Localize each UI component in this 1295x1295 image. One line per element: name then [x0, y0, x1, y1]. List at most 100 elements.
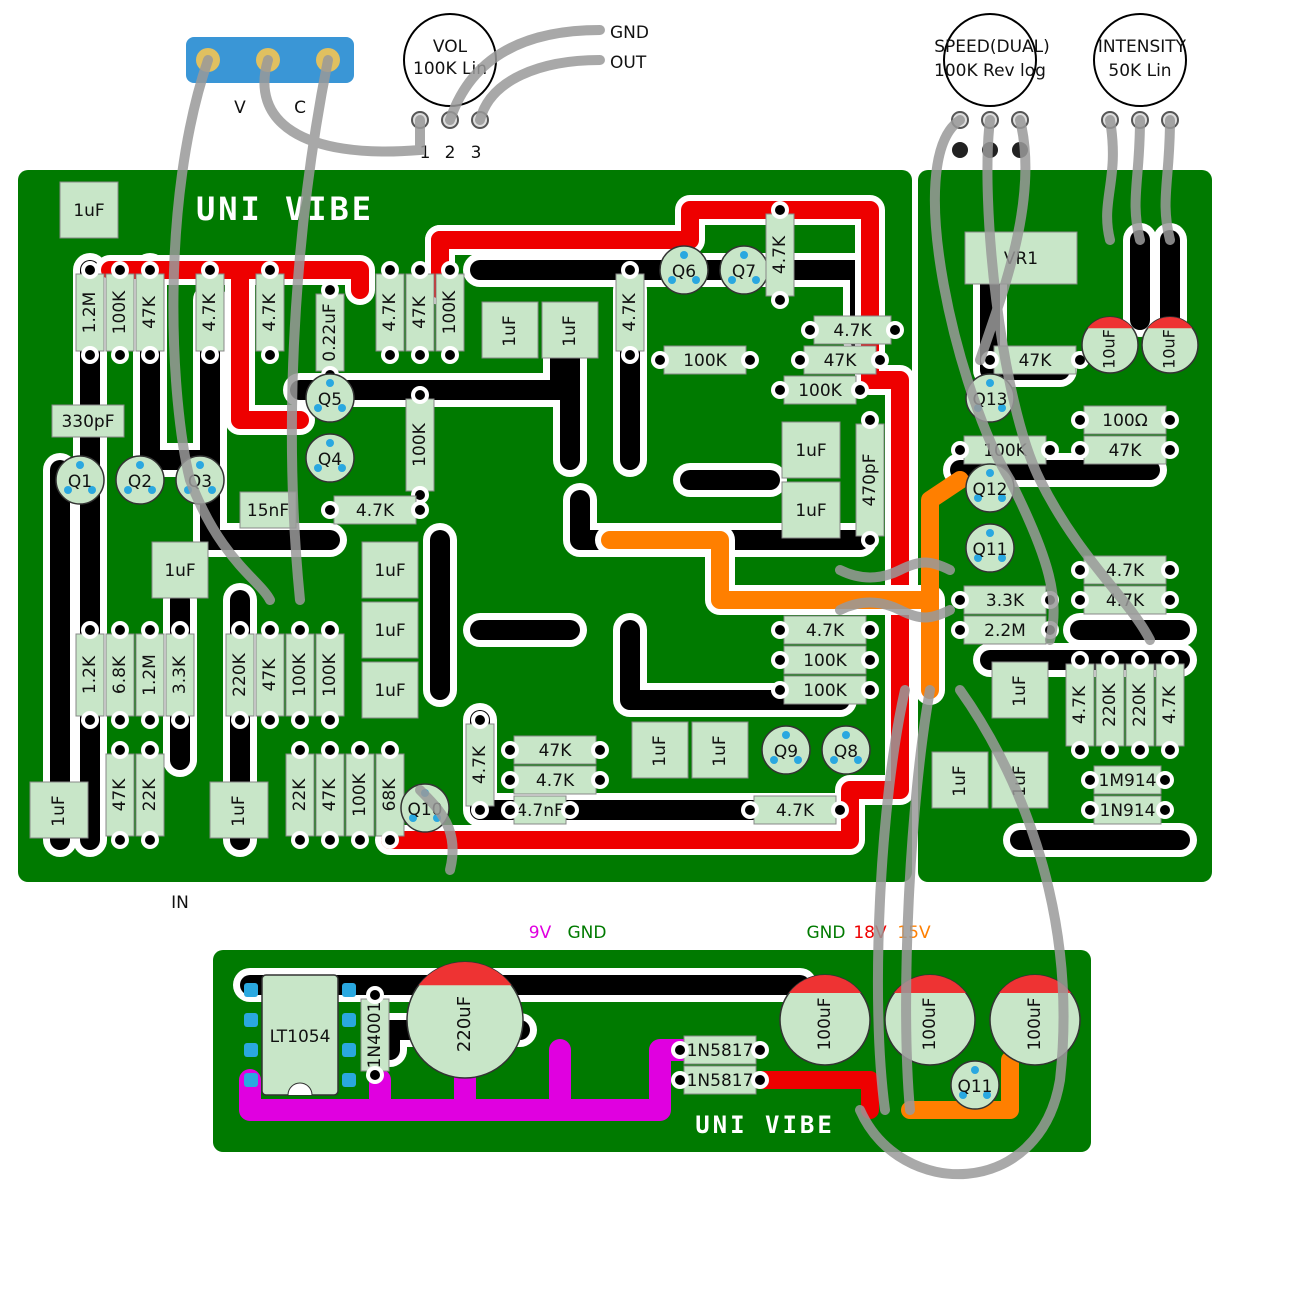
part-label: 100K	[440, 290, 460, 334]
transistor-q1: Q1	[55, 455, 105, 505]
part-label: 330pF	[61, 412, 114, 432]
part-label: 4.7K	[833, 321, 872, 341]
part-label: Q11	[972, 540, 1007, 560]
part-label: 220K	[230, 652, 250, 696]
ecap-c_100u_a: 100uF	[779, 974, 871, 1066]
transistor-q9: Q9	[761, 725, 811, 775]
part-d_1n5817_a: 1N5817	[683, 1035, 757, 1065]
part-label: 100uF	[920, 997, 940, 1050]
part-label: 47K	[110, 778, 130, 812]
part-label: Q2	[128, 472, 152, 492]
part-r_100k_c: 100K	[663, 345, 747, 375]
part-d_1n914_b: 1N914	[1093, 795, 1162, 825]
part-r_47k_h: 4.7K	[813, 315, 892, 345]
part-r_100_ohm: 100Ω	[1083, 405, 1167, 435]
speed-pot-name: SPEED(DUAL)	[934, 37, 1050, 57]
part-c_1uf_e: 1uF	[151, 541, 209, 599]
transistor-q11: Q11	[965, 523, 1015, 573]
intensity-pot-name: INTENSITY	[1098, 37, 1187, 57]
ecap-c_100u_b: 100uF	[884, 974, 976, 1066]
part-r_47k_j: 4.7K	[333, 495, 417, 525]
part-c_1uf_l: 1uF	[991, 661, 1049, 719]
part-r_220k_a: 220K	[225, 633, 255, 717]
transistor-q8: Q8	[821, 725, 871, 775]
part-r_100k_b: 100K	[435, 273, 465, 352]
part-label: 100K	[683, 351, 727, 371]
part-label: 4.7nF	[516, 801, 564, 821]
part-label: 1uF	[1010, 675, 1030, 706]
part-label: Q13	[972, 390, 1007, 410]
vol-pot-name: VOL	[433, 37, 468, 57]
footswitch-v-label: V	[234, 98, 246, 118]
part-c_1uf_i: 1uF	[209, 781, 269, 839]
part-c_1uf_k: 1uF	[691, 721, 749, 779]
part-label: 0.22uF	[320, 303, 340, 361]
part-label: 100K	[798, 381, 842, 401]
part-label: 100K	[290, 652, 310, 696]
part-label: 4.7K	[1070, 685, 1090, 724]
part-label: 4.7K	[1160, 685, 1180, 724]
part-label: 100Ω	[1102, 411, 1147, 431]
part-c_1uf_in: 1uF	[29, 781, 89, 839]
part-label: 1.2M	[80, 292, 100, 334]
part-r_100k_d: 100K	[783, 375, 857, 405]
part-label: 100K	[350, 772, 370, 816]
part-label: Q1	[68, 472, 92, 492]
vol-pot-value: 100K Lin	[413, 59, 487, 79]
part-label: 220K	[1100, 682, 1120, 726]
part-label: 15nF	[247, 501, 289, 521]
part-label: Q11	[957, 1077, 992, 1097]
part-c_1uf_a: 1uF	[481, 301, 539, 359]
part-label: 3.3K	[986, 591, 1025, 611]
part-c_330p: 330pF	[51, 404, 125, 438]
part-r_22k_a: 22K	[135, 753, 165, 837]
power-gnd-label-2: GND	[807, 923, 846, 943]
part-r_22k_b: 22K	[285, 753, 315, 837]
part-label: 1.2K	[80, 655, 100, 694]
part-label: 1uF	[73, 201, 104, 221]
part-label: 3.3K	[170, 655, 190, 694]
ecap-c_10u_a: 10uF	[1081, 316, 1139, 374]
part-label: 470pF	[860, 453, 880, 506]
part-label: 4.7K	[470, 745, 490, 784]
part-r_12k: 1.2K	[75, 633, 105, 717]
ecap-c_10u_b: 10uF	[1141, 316, 1199, 374]
part-label: 10uF	[1160, 329, 1179, 369]
part-label: 4.7K	[806, 621, 845, 641]
part-label: 2.2M	[984, 621, 1026, 641]
power-9v-label: 9V	[529, 923, 552, 943]
psu-board-title: UNI VIBE	[695, 1111, 835, 1139]
part-r_33k_b: 3.3K	[963, 585, 1047, 615]
part-r_100k_i: 100K	[783, 675, 867, 705]
part-r_68k_b: 68K	[375, 753, 405, 837]
part-label: 4.7K	[200, 293, 220, 332]
part-r_47k_b: 4.7K	[195, 273, 225, 352]
part-label: 1N5817	[687, 1071, 754, 1091]
part-label: 1N4001	[365, 1002, 385, 1069]
speed-pot[interactable]	[943, 13, 1037, 107]
part-r_220k_b: 220K	[1095, 663, 1125, 747]
part-label: 4.7K	[260, 293, 280, 332]
part-r_100k_a: 100K	[105, 273, 135, 352]
part-r_47k_d: 4.7K	[375, 273, 405, 352]
ecap-c_100u_c: 100uF	[989, 974, 1081, 1066]
part-label: 1uF	[374, 561, 405, 581]
part-c_1uf_c: 1uF	[781, 421, 841, 479]
part-label: 100K	[320, 652, 340, 696]
part-label: 1uF	[229, 795, 249, 826]
part-r_100k_g: 100K	[315, 633, 345, 717]
intensity-pot[interactable]	[1093, 13, 1187, 107]
part-c_1uf_d: 1uF	[781, 481, 841, 539]
in-label: IN	[171, 893, 189, 913]
part-label: 4.7K	[776, 801, 815, 821]
part-label: 47K	[260, 658, 280, 692]
part-c_1uf_h: 1uF	[361, 661, 419, 719]
part-r_47k_c: 4.7K	[255, 273, 285, 352]
part-label: 6.8K	[110, 655, 130, 694]
part-r_33k_a: 3.3K	[165, 633, 195, 717]
footswitch-c-label: C	[294, 98, 306, 118]
part-label: 1.2M	[140, 654, 160, 696]
part-label: 47K	[410, 295, 430, 329]
part-label: 1uF	[795, 441, 826, 461]
